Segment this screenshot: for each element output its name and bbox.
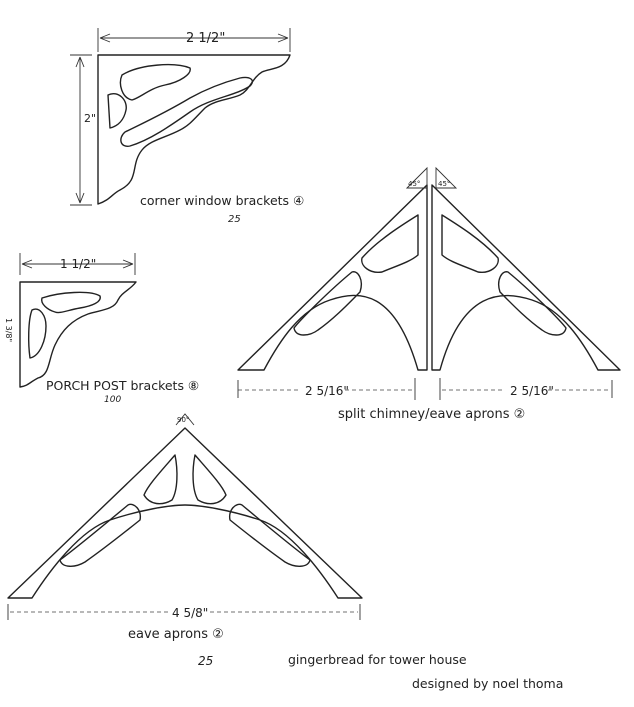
porch-bracket-label: PORCH POST brackets ⑧ [46,378,199,393]
porch-post-bracket: 1 1/2" 1 3/8" PORCH POST brackets ⑧ 100 [4,253,199,405]
porch-count-note: 100 [104,395,121,405]
corner-width-dim: 2 1/2" [186,31,225,46]
eave-count-note: 25 [198,654,213,668]
left-width-dim: 2 5/16" [305,384,349,398]
left-angle: 45° [408,180,420,188]
right-angle: 45° [438,180,450,188]
porch-height-dim: 1 3/8" [4,318,13,342]
drawing-title: gingerbread for tower house [288,652,467,667]
right-width-dim: 2 5/16" [510,384,554,398]
designer-credit: designed by noel thoma [412,676,563,691]
corner-count-note: 25 [228,214,241,225]
porch-width-dim: 1 1/2" [60,257,96,271]
eave-apron-label: eave aprons ② [128,627,224,642]
corner-bracket-label: corner window brackets ④ [140,193,304,208]
eave-apron: 90° 4 5/8" eave aprons ② 25 [7,413,363,668]
eave-width-dim: 4 5/8" [172,606,208,620]
split-apron-label: split chimney/eave aprons ② [338,407,525,422]
corner-height-dim: 2" [84,112,96,125]
apex-angle: 90° [177,416,189,424]
corner-window-bracket: 2 1/2" 2" corner window brackets ④ 25 [70,28,304,225]
split-chimney-apron: 45° 45° 2 5/16" 2 5/16" split chimney/ea… [237,166,621,422]
